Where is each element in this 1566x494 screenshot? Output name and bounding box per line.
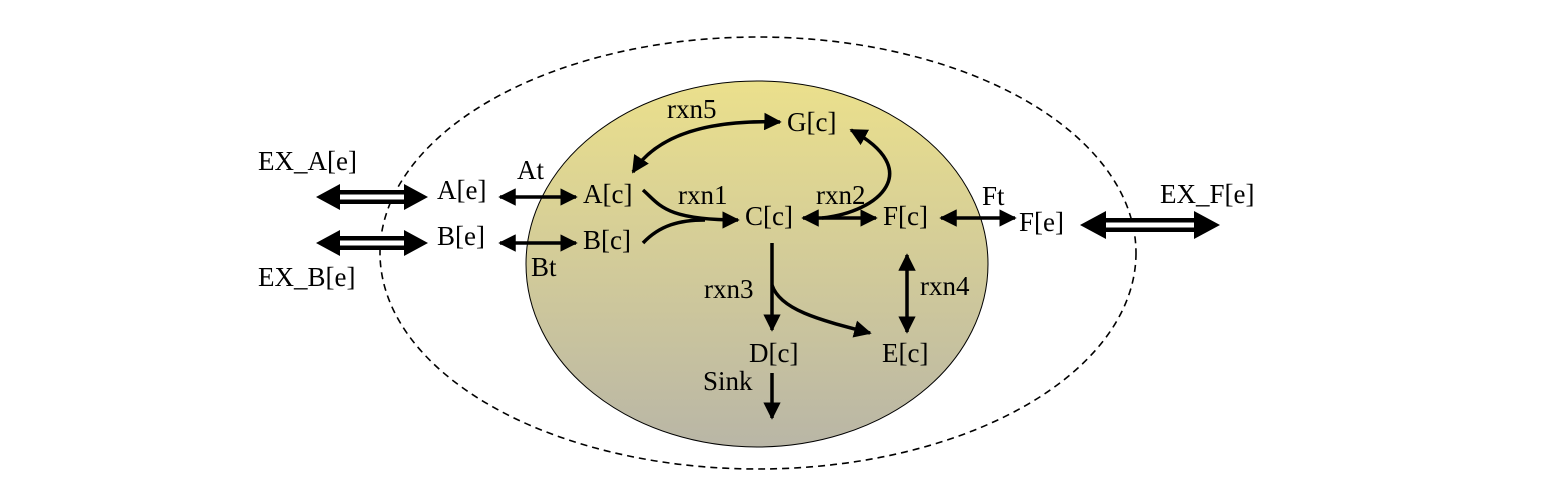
reaction-label-rxn1: rxn1 [678,180,728,210]
metabolite-f-c: F[c] [883,201,928,231]
reaction-label-rxn2: rxn2 [816,180,866,210]
reaction-label-at: At [517,155,544,185]
metabolite-d-c: D[c] [749,338,798,368]
reaction-label-rxn5: rxn5 [667,94,717,124]
rxn5-arrow [631,112,782,174]
rxn1-branch-from-b [641,218,706,245]
metabolite-c-c: C[c] [745,201,793,231]
reaction-label-rxn3: rxn3 [704,274,754,304]
exchange-label-ex-a: EX_A[e] [258,146,357,176]
exchange-label-ex-b: EX_B[e] [258,262,355,292]
exchange-arrow-a [316,184,428,210]
exchange-label-ex-f: EX_F[e] [1160,179,1254,209]
metabolite-f-e: F[e] [1019,207,1064,237]
rxn2-branch-to-g [821,128,892,220]
metabolite-a-c: A[c] [583,179,632,209]
rxn1-arrow-from-a [641,188,740,229]
reaction-label-rxn4: rxn4 [920,271,970,301]
reaction-label-sink: Sink [703,366,753,396]
exchange-arrow-f [1080,211,1220,239]
exchange-arrow-b [316,230,428,256]
metabolite-g-c: G[c] [787,107,836,137]
metabolite-a-e: A[e] [437,175,486,205]
rxn3-branch-to-e [770,284,872,338]
extracellular-boundary [379,36,1137,470]
cytoplasm-compartment [525,80,989,448]
metabolite-b-e: B[e] [437,221,485,251]
metabolite-b-c: B[c] [583,225,631,255]
reaction-label-ft: Ft [982,181,1005,211]
metabolite-e-c: E[c] [882,338,928,368]
reaction-label-bt: Bt [531,252,557,282]
